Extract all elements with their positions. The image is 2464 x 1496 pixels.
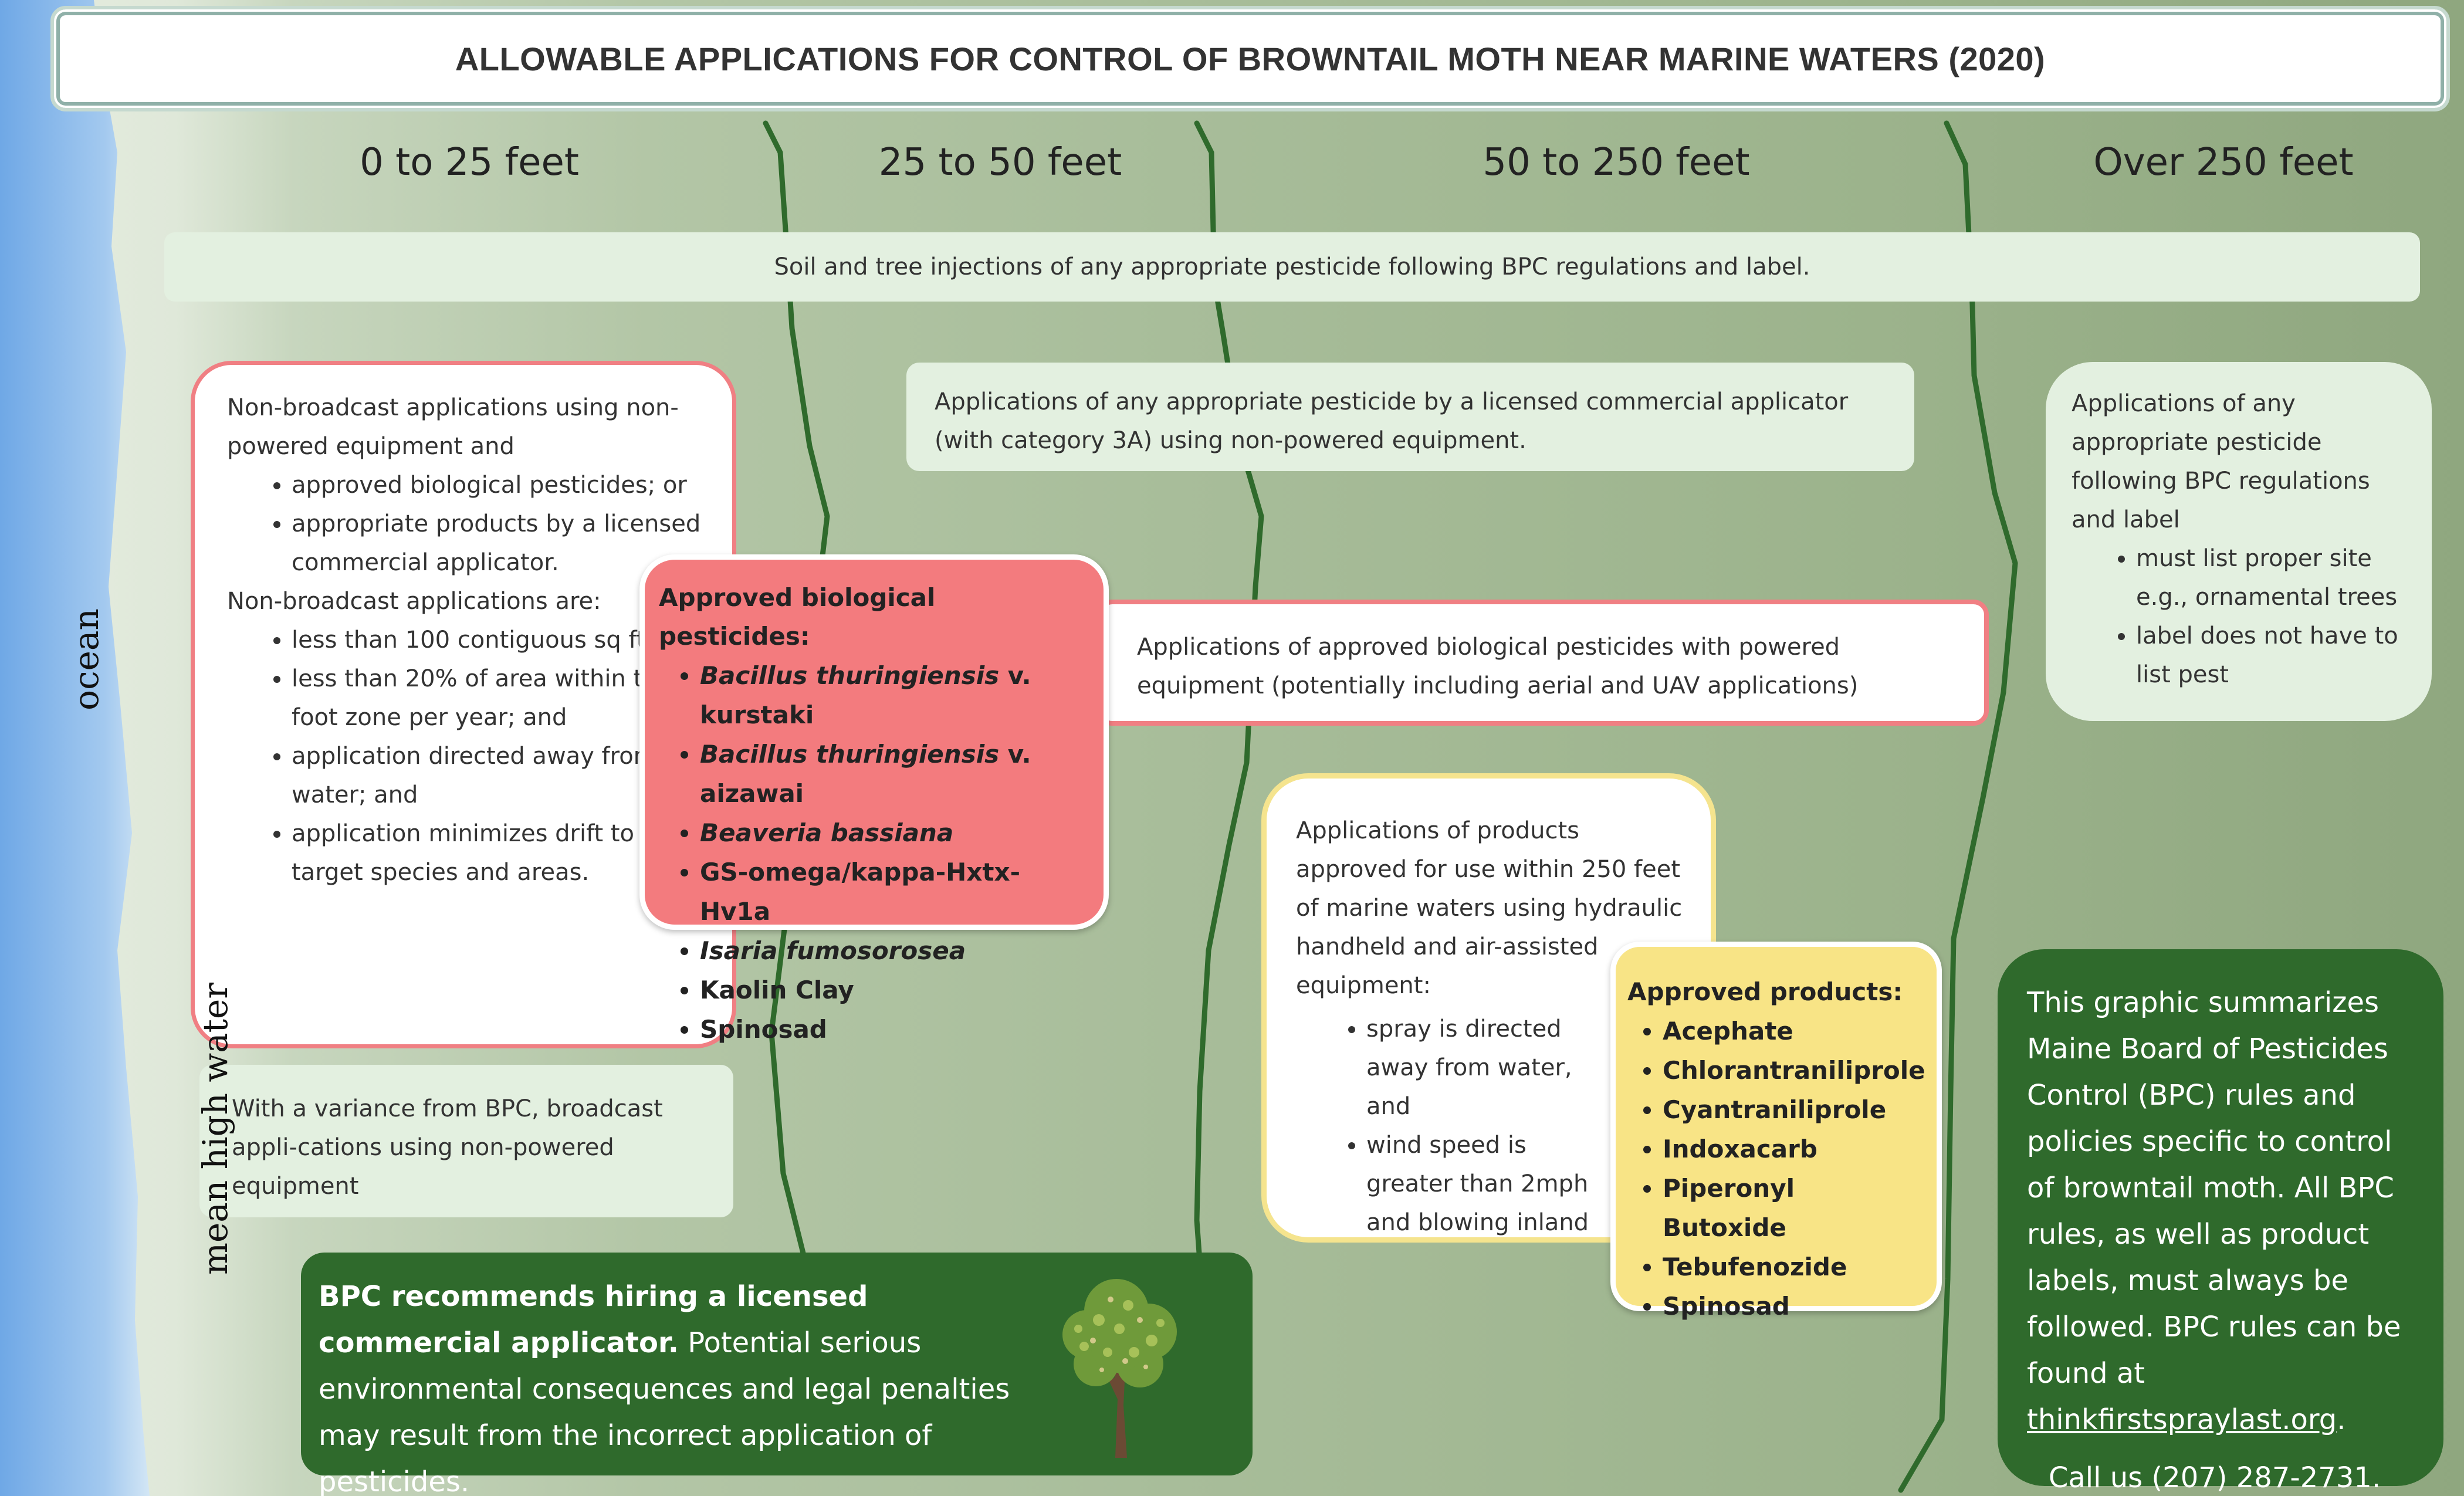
hydraulic-intro: Applications of products approved for us…: [1296, 817, 1683, 999]
commercial-applicator-box: Applications of any appropriate pesticid…: [906, 363, 1914, 471]
page-title: ALLOWABLE APPLICATIONS FOR CONTROL OF BR…: [455, 40, 2046, 77]
list-item: must list proper site e.g., ornamental t…: [2136, 539, 2408, 617]
biological-suffix: v. aizawai: [700, 740, 1031, 808]
over250-intro: Applications of any appropriate pesticid…: [2072, 390, 2370, 533]
list-item: application minimizes drift to non-targe…: [292, 814, 715, 892]
over250-list: must list proper site e.g., ornamental t…: [2072, 539, 2408, 694]
biologicals-heading: Approved biological pesticides:: [659, 583, 936, 651]
injection-banner: Soil and tree injections of any appropri…: [164, 232, 2420, 302]
list-item: Beaveria bassiana: [700, 813, 1089, 852]
list-item: approved biological pesticides; or: [292, 466, 715, 505]
biological-species: Bacillus thuringiensis: [700, 661, 1000, 690]
biologicals-list: Bacillus thuringiensis v. kurstaki Bacil…: [659, 656, 1089, 1049]
biological-name: Kaolin Clay: [700, 976, 854, 1004]
recommendation-text: BPC recommends hiring a licensed commerc…: [319, 1274, 1040, 1496]
list-item: Acephate: [1663, 1011, 1925, 1051]
hydraulic-equipment-box: Applications of products approved for us…: [1261, 773, 1716, 1243]
list-item: Spinosad: [1663, 1287, 1925, 1326]
over-250-box: Applications of any appropriate pesticid…: [2046, 362, 2432, 721]
list-item: application directed away from water; an…: [292, 737, 715, 814]
ocean-label: ocean: [66, 608, 106, 710]
summary-box: This graphic summarizes Maine Board of P…: [1998, 949, 2443, 1494]
title-banner: ALLOWABLE APPLICATIONS FOR CONTROL OF BR…: [50, 6, 2450, 111]
zone-header-25-50: 25 to 50 feet: [878, 141, 1122, 184]
nonbroadcast-conditions-list: less than 100 contiguous sq ft; and less…: [227, 621, 715, 892]
zone-header-50-250: 50 to 250 feet: [1483, 141, 1750, 184]
list-item: Bacillus thuringiensis v. aizawai: [700, 735, 1089, 813]
products-heading: Approved products:: [1627, 977, 1903, 1006]
variance-box: With a variance from BPC, broadcast appl…: [199, 1065, 733, 1217]
nonbroadcast-intro: Non-broadcast applications using non-pow…: [227, 394, 679, 460]
biological-species: Bacillus thuringiensis: [700, 740, 1000, 769]
approved-biologicals-box: Approved biological pesticides: Bacillus…: [639, 554, 1109, 1044]
list-item: GS-omega/kappa-Hxtx-Hv1a: [700, 852, 1089, 931]
list-item: label does not have to list pest: [2136, 617, 2408, 694]
biological-species: Beaveria bassiana: [700, 818, 954, 847]
list-item: Tebufenozide: [1663, 1247, 1925, 1287]
nonbroadcast-box: Non-broadcast applications using non-pow…: [191, 361, 736, 1048]
zone-header-over-250: Over 250 feet: [2093, 141, 2354, 184]
nonbroadcast-options-list: approved biological pesticides; or appro…: [227, 466, 715, 582]
boundary-250ft: [1898, 120, 2018, 1493]
summary-period: .: [2337, 1403, 2346, 1436]
biological-suffix: v. kurstaki: [700, 661, 1031, 729]
list-item: spray is directed away from water, and: [1366, 1010, 1589, 1126]
nonbroadcast-conditions-intro: Non-broadcast applications are:: [227, 588, 601, 615]
list-item: Indoxacarb: [1663, 1129, 1925, 1169]
list-item: Isaria fumosorosea: [700, 931, 1089, 970]
recommendation-body: Potential serious environmental conseque…: [319, 1326, 1010, 1496]
biological-name: GS-omega/kappa-Hxtx-Hv1a: [700, 858, 1021, 926]
recommendation-bold: BPC recommends hiring a licensed commerc…: [319, 1280, 868, 1359]
list-item: Chlorantraniliprole: [1663, 1051, 1925, 1090]
zone-header-0-25: 0 to 25 feet: [360, 141, 579, 184]
list-item: Spinosad: [700, 1010, 1089, 1049]
mean-high-water-label: mean high water: [195, 982, 236, 1275]
powered-equipment-box: Applications of approved biological pest…: [1097, 600, 1989, 726]
biological-species: Isaria fumosorosea: [700, 936, 966, 965]
list-item: Piperonyl Butoxide: [1663, 1169, 1925, 1247]
list-item: appropriate products by a licensed comme…: [292, 505, 715, 582]
summary-text: This graphic summarizes Maine Board of P…: [2027, 986, 2401, 1390]
recommendation-box: BPC recommends hiring a licensed commerc…: [301, 1253, 1253, 1496]
website-link[interactable]: thinkfirstspraylast.org: [2027, 1403, 2337, 1436]
phone-number: Call us (207) 287-2731.: [2048, 1461, 2381, 1494]
list-item: wind speed is greater than 2mph and blow…: [1366, 1126, 1589, 1242]
list-item: Cyantraniliprole: [1663, 1090, 1925, 1129]
tree-icon: [1062, 1279, 1177, 1458]
approved-products-box: Approved products: Acephate Chlorantrani…: [1610, 942, 1942, 1321]
biological-name: Spinosad: [700, 1015, 827, 1044]
list-item: Bacillus thuringiensis v. kurstaki: [700, 656, 1089, 735]
list-item: less than 100 contiguous sq ft; and: [292, 621, 715, 659]
list-item: Kaolin Clay: [700, 970, 1089, 1010]
products-list: Acephate Chlorantraniliprole Cyantranili…: [1627, 1011, 1925, 1326]
hydraulic-conditions-list: spray is directed away from water, and w…: [1296, 1010, 1687, 1242]
